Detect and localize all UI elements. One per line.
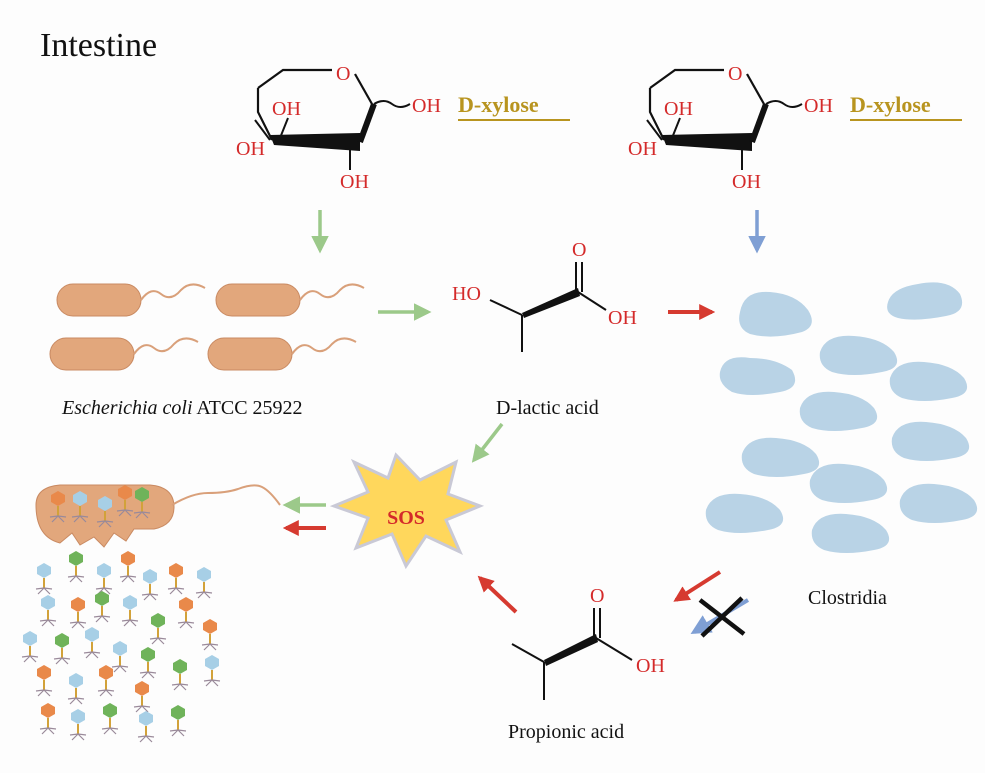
arrow-lactic-to-sos <box>471 422 504 463</box>
blocked-x-icon <box>698 596 746 638</box>
propionic-oh: OH <box>636 655 665 677</box>
oh-label-right-4: OH <box>804 95 833 117</box>
clostridia-label: Clostridia <box>808 587 887 609</box>
lactic-acid-structure: HO O OH <box>452 239 637 352</box>
xylose-label-right: D-xylose <box>850 92 931 117</box>
ecoli-name-italic: Escherichia coli <box>61 397 193 419</box>
ecoli-cells <box>49 283 301 371</box>
propionic-acid-structure: O OH <box>511 585 665 700</box>
arrow-propionic-to-sos <box>477 575 518 614</box>
lactic-oh: OH <box>608 307 637 329</box>
oh-label-left-4: OH <box>412 95 441 117</box>
sos-label: SOS <box>387 507 425 529</box>
oh-label-right-3: OH <box>732 171 761 193</box>
title-intestine: Intestine <box>40 27 157 64</box>
xylose-label-left: D-xylose <box>458 92 539 117</box>
oh-label-right-1: OH <box>664 98 693 120</box>
xylose-structure-right: O OH OH OH OH <box>628 63 833 193</box>
propionic-oxygen: O <box>590 585 604 607</box>
lactic-acid-label: D-lactic acid <box>496 397 599 419</box>
oh-label-left-1: OH <box>272 98 301 120</box>
arrow-clostridia-to-propionic <box>673 570 722 602</box>
ring-oxygen-left: O <box>336 63 350 85</box>
ecoli-strain: ATCC 25922 <box>193 397 303 419</box>
sos-burst: SOS <box>329 452 485 570</box>
lysing-bacterium <box>35 484 281 548</box>
clostridia-cells <box>705 282 978 553</box>
ring-oxygen-right: O <box>728 63 742 85</box>
propionic-acid-label: Propionic acid <box>508 721 624 743</box>
xylose-structure-left: O OH OH OH OH <box>236 63 441 193</box>
lactic-ho: HO <box>452 283 481 305</box>
lactic-oxygen: O <box>572 239 586 261</box>
ecoli-label: Escherichia coli ATCC 25922 <box>61 397 303 419</box>
oh-label-left-3: OH <box>340 171 369 193</box>
oh-label-left-2: OH <box>236 138 265 160</box>
ecoli-flagella <box>133 283 365 355</box>
oh-label-right-2: OH <box>628 138 657 160</box>
